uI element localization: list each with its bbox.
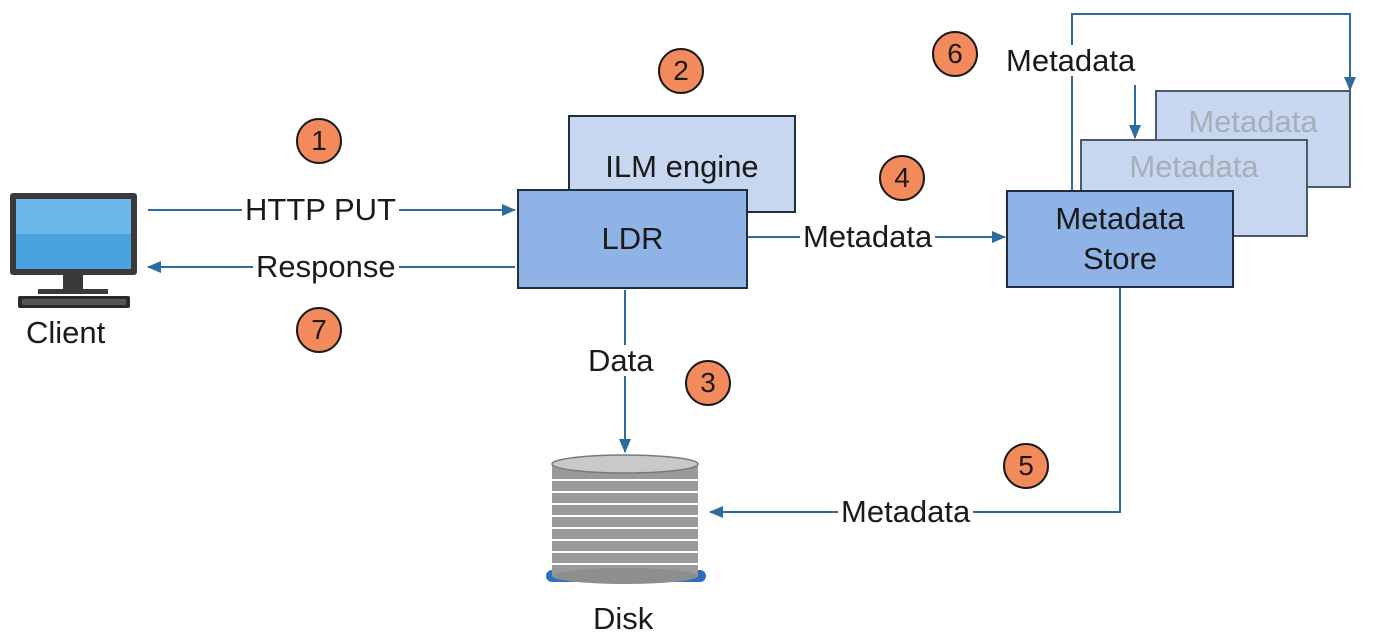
metadata-replica-middle-label: Metadata <box>1129 149 1259 184</box>
step-2-badge: 2 <box>658 48 704 94</box>
step-5-badge: 5 <box>1003 443 1049 489</box>
metadata-replica-back-label: Metadata <box>1188 104 1318 139</box>
store-to-disk-label: Metadata <box>838 496 974 527</box>
step-7-badge: 7 <box>296 307 342 353</box>
data-label: Data <box>585 345 657 376</box>
ldr-to-store-label: Metadata <box>800 221 936 252</box>
disk-icon <box>546 454 706 584</box>
ldr-box: LDR <box>517 189 748 289</box>
response-label: Response <box>253 251 399 282</box>
step-6-badge: 6 <box>932 31 978 77</box>
metadata-store-label: Metadata Store <box>1055 200 1185 276</box>
http-put-label: HTTP PUT <box>242 194 399 225</box>
replication-arrow-back <box>1071 13 1356 190</box>
disk-label: Disk <box>593 601 654 636</box>
store-to-disk-arrow <box>709 288 1121 518</box>
computer-icon <box>10 193 137 308</box>
ldr-label: LDR <box>601 220 664 256</box>
client-label: Client <box>26 315 106 350</box>
metadata-store-box: Metadata Store <box>1006 190 1234 288</box>
replication-label: Metadata <box>1003 45 1139 76</box>
step-3-badge: 3 <box>685 360 731 406</box>
ilm-engine-label: ILM engine <box>605 149 759 184</box>
step-4-badge: 4 <box>879 155 925 201</box>
step-1-badge: 1 <box>296 118 342 164</box>
